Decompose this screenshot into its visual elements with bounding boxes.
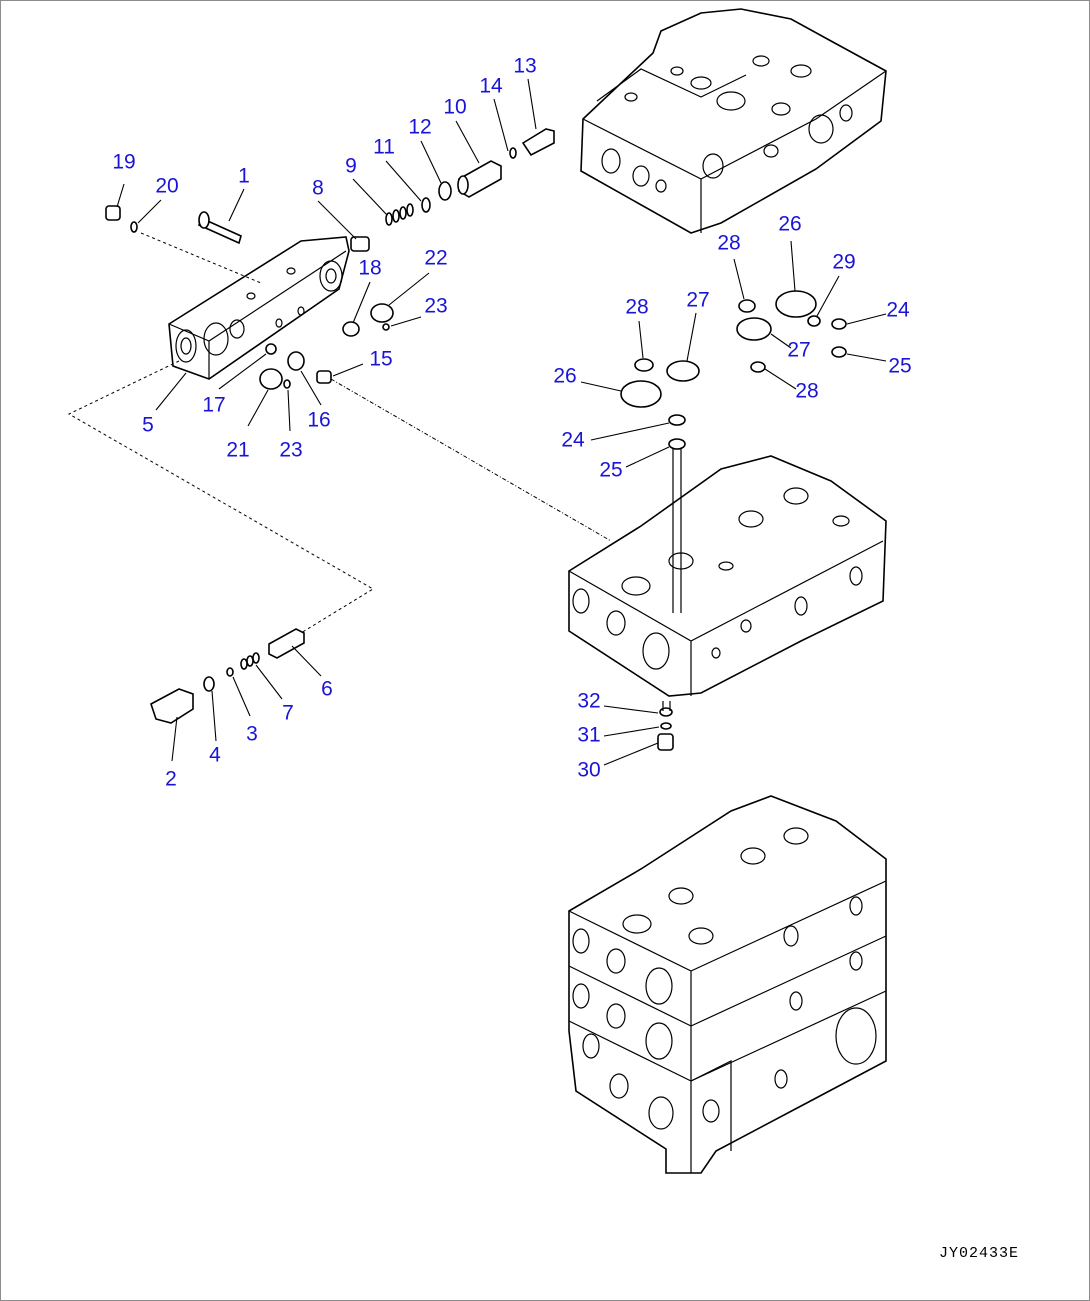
callout-10[interactable]: 10 [443, 96, 466, 119]
callout-18[interactable]: 18 [358, 257, 381, 280]
leader-lines [116, 78, 887, 766]
callout-26-a[interactable]: 26 [778, 213, 801, 236]
callout-6[interactable]: 6 [321, 678, 333, 701]
part-14-oring [509, 147, 517, 159]
part-25-washer-b [668, 438, 686, 450]
part-9-spring [385, 203, 414, 226]
callout-32[interactable]: 32 [577, 690, 600, 713]
callout-26-b[interactable]: 26 [553, 365, 576, 388]
callout-1[interactable]: 1 [238, 165, 250, 188]
part-29-oring [807, 315, 821, 327]
callout-2[interactable]: 2 [165, 768, 177, 791]
part-6-poppet [268, 628, 305, 659]
part-26-oring-a [775, 290, 817, 318]
housing-part-5 [168, 236, 350, 380]
callout-11[interactable]: 11 [373, 136, 395, 159]
valve-block-top [580, 8, 887, 234]
callout-15[interactable]: 15 [369, 348, 392, 371]
callout-25-a[interactable]: 25 [888, 355, 911, 378]
callout-19[interactable]: 19 [112, 151, 135, 174]
part-18-oring [342, 321, 360, 337]
callout-8[interactable]: 8 [312, 177, 324, 200]
part-28-oring-b [750, 361, 766, 373]
part-19-plug [105, 205, 121, 221]
part-24-oring-b [668, 414, 686, 426]
callout-16[interactable]: 16 [307, 409, 330, 432]
callout-13[interactable]: 13 [513, 55, 536, 78]
part-16-oring [287, 351, 305, 371]
callout-25-b[interactable]: 25 [599, 459, 622, 482]
callout-28-c[interactable]: 28 [795, 380, 818, 403]
callout-27-a[interactable]: 27 [787, 339, 810, 362]
valve-stack-bottom [568, 795, 887, 1174]
part-20-oring [130, 221, 138, 233]
part-1-bolt [198, 211, 242, 245]
callout-31[interactable]: 31 [577, 724, 600, 747]
callout-labels: 1 2 3 4 5 6 7 8 9 10 11 12 13 14 15 16 1… [112, 55, 911, 791]
callout-29[interactable]: 29 [832, 251, 855, 274]
valve-block-middle [568, 455, 887, 697]
drawing-code: JY02433E [938, 1245, 1019, 1262]
callout-27-b[interactable]: 27 [686, 289, 709, 312]
part-26-oring-b [620, 380, 662, 408]
callout-9[interactable]: 9 [345, 155, 357, 178]
part-17-oring [265, 343, 277, 355]
callout-14[interactable]: 14 [479, 75, 503, 98]
part-23-oring-b [283, 379, 291, 389]
callout-23-a[interactable]: 23 [424, 295, 447, 318]
callout-28-b[interactable]: 28 [625, 296, 648, 319]
callout-28-a[interactable]: 28 [717, 232, 740, 255]
callout-5[interactable]: 5 [142, 414, 154, 437]
part-30-plug [657, 733, 674, 751]
callout-24-a[interactable]: 24 [886, 299, 910, 322]
part-23-oring-a [382, 323, 390, 331]
callout-3[interactable]: 3 [246, 723, 258, 746]
part-2-cap [150, 688, 194, 724]
part-22-oring [370, 303, 394, 323]
callout-12[interactable]: 12 [408, 116, 431, 139]
part-31-oring [660, 722, 672, 730]
callout-4[interactable]: 4 [209, 744, 221, 767]
callout-17[interactable]: 17 [202, 394, 225, 417]
part-13-plug [521, 128, 555, 157]
part-4-oring [203, 676, 215, 692]
part-24-oring-a [831, 318, 847, 330]
part-10-valve [457, 160, 502, 198]
part-11-oring [421, 197, 431, 213]
part-3-ring [226, 667, 234, 677]
callout-7[interactable]: 7 [282, 702, 294, 725]
part-28-oring-a [738, 299, 756, 313]
callout-23-b[interactable]: 23 [279, 439, 302, 462]
part-12-oring [438, 181, 452, 201]
part-15-plug [316, 370, 332, 384]
callout-20[interactable]: 20 [155, 175, 178, 198]
part-21-oring [259, 368, 283, 390]
callout-24-b[interactable]: 24 [561, 429, 585, 452]
callout-30[interactable]: 30 [577, 759, 600, 782]
part-7-spring [240, 652, 260, 670]
assembly-lines [67, 232, 682, 711]
callout-21[interactable]: 21 [226, 439, 249, 462]
part-27-oring-b [666, 360, 700, 382]
part-27-oring-a [736, 317, 772, 341]
callout-22[interactable]: 22 [424, 247, 447, 270]
part-8-plug [350, 236, 370, 252]
part-25-washer-a [831, 346, 847, 358]
part-28-oring-c [634, 358, 654, 372]
